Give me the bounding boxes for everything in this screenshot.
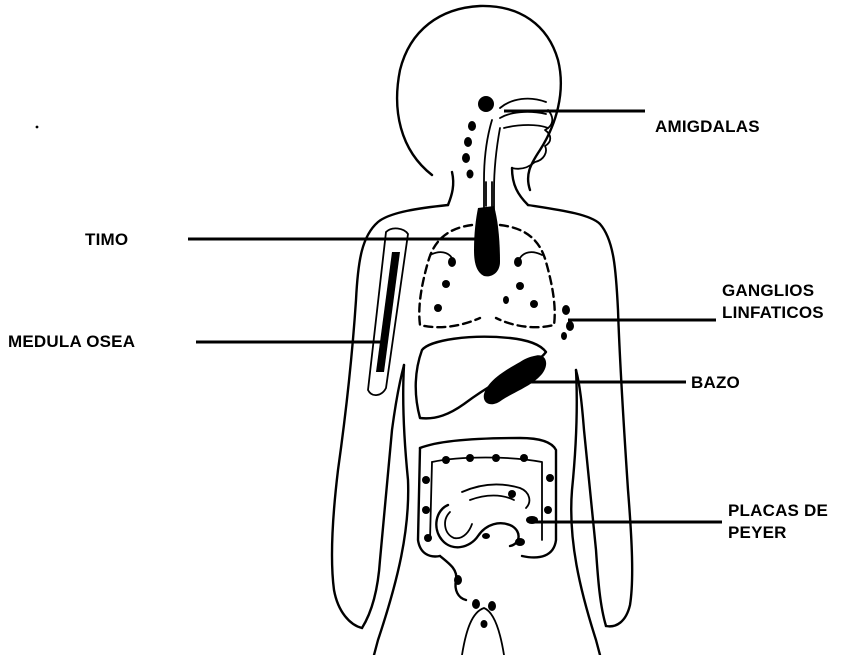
leader-lines (188, 111, 722, 522)
thymus-mark (474, 206, 500, 276)
spleen-mark (484, 355, 546, 404)
label-timo: TIMO (85, 229, 128, 251)
label-placas-line2: PEYER (728, 522, 828, 544)
label-medula-osea: MEDULA OSEA (8, 331, 135, 353)
label-amigdalas: AMIGDALAS (655, 116, 760, 138)
label-placas-de-peyer: PLACAS DE PEYER (728, 500, 828, 544)
tonsil-mark (478, 96, 494, 112)
speck (36, 126, 39, 129)
label-placas-line1: PLACAS DE (728, 500, 828, 522)
lymphatic-organs (368, 96, 574, 628)
label-ganglios-line1: GANGLIOS (722, 280, 824, 302)
label-ganglios-line2: LINFATICOS (722, 302, 824, 324)
label-bazo: BAZO (691, 372, 740, 394)
label-ganglios-linfaticos: GANGLIOS LINFATICOS (722, 280, 824, 324)
